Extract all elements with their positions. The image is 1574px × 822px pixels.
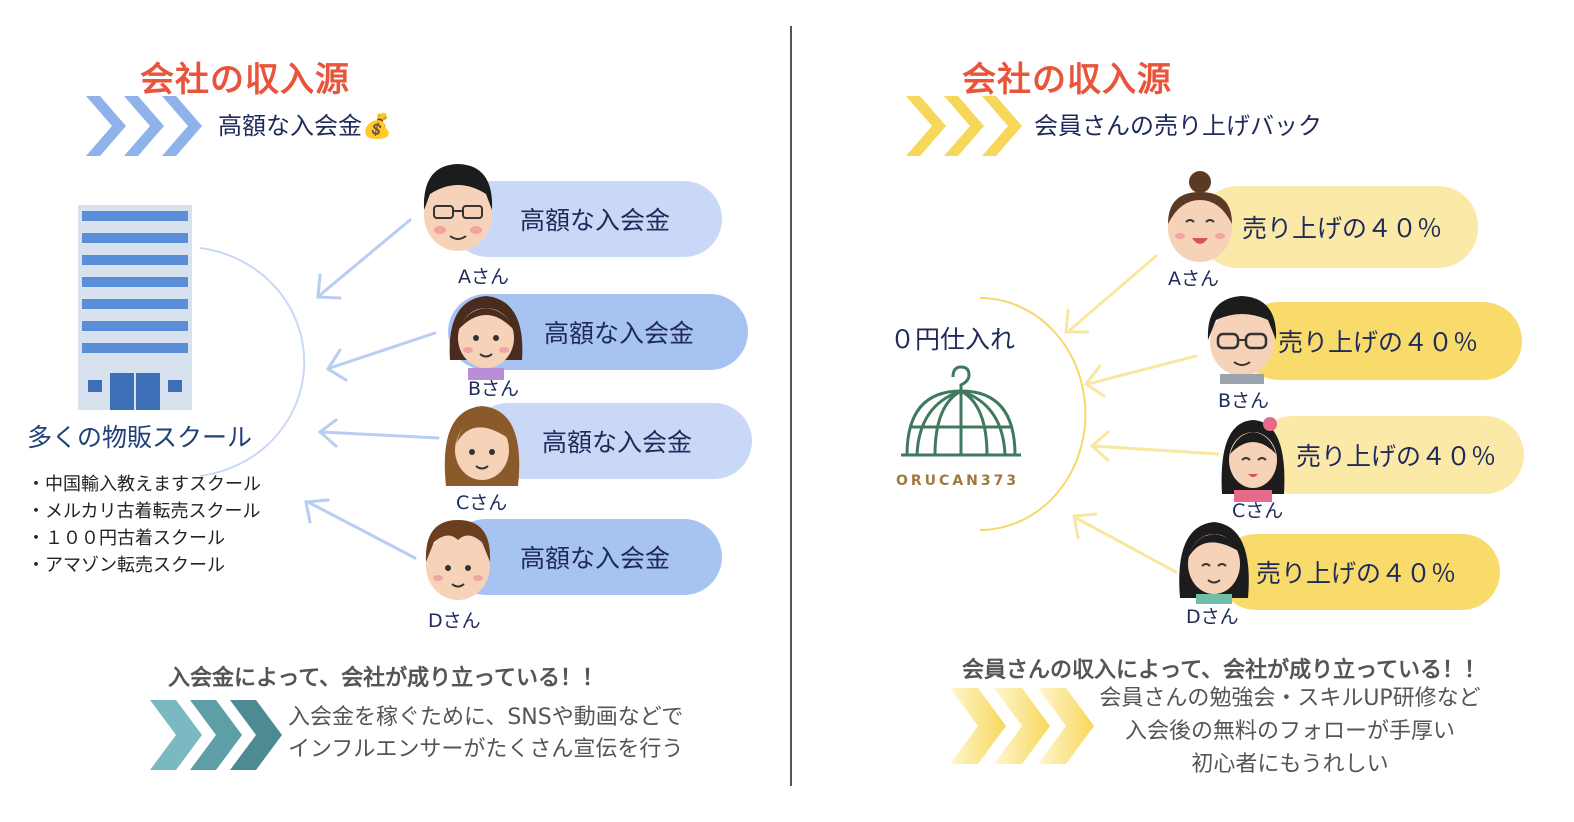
right-bottom-chevron-icon — [950, 688, 1094, 764]
pill-label: 高額な入会金 — [520, 206, 671, 235]
member-b-name: Bさん — [468, 378, 520, 400]
pill-label: 高額な入会金 — [542, 428, 693, 457]
pill-label: 売り上げの４０％ — [1242, 214, 1443, 243]
right-notes: 会員さんの勉強会・スキルUP研修など 入会後の無料のフォローが手厚い 初心者にも… — [1080, 682, 1500, 781]
right-note-line: 会員さんの勉強会・スキルUP研修など — [1099, 686, 1481, 711]
arrow-b — [328, 331, 437, 370]
person-d-icon — [425, 520, 491, 600]
school-item: ・中国輸入教えますスクール — [27, 474, 261, 495]
school-name: 多くの物販スクール — [27, 423, 253, 452]
person-b-icon — [449, 296, 523, 380]
right-subtitle: 会員さんの売り上げバック — [1034, 112, 1322, 140]
pill-label: 高額な入会金 — [520, 544, 671, 573]
right-note-line: 初心者にもうれしい — [1191, 752, 1389, 777]
left-bottom-chevron-icon — [150, 700, 282, 770]
left-title: 会社の収入源 — [140, 60, 350, 100]
member-a-right-name: Aさん — [1168, 268, 1219, 290]
member-c-name: Cさん — [456, 492, 508, 514]
orucan-logo-icon — [901, 365, 1021, 457]
arrow-a — [318, 218, 412, 297]
left-pill-a: 高額な入会金 — [450, 181, 722, 257]
right-note-line: 入会後の無料のフォローが手厚い — [1124, 719, 1455, 744]
member-d-right-name: Dさん — [1186, 606, 1239, 628]
left-subtitle: 高額な入会金💰 — [218, 112, 392, 140]
zero-cost-label: ０円仕入れ — [890, 325, 1016, 354]
left-arrows — [199, 218, 440, 560]
school-item: ・アマゾン転売スクール — [27, 555, 225, 576]
person-a-icon — [423, 164, 493, 251]
left-note-line: 入会金を稼ぐために、SNSや動画などで — [288, 705, 684, 730]
panel-divider — [790, 26, 792, 786]
pill-label: 売り上げの４０％ — [1296, 442, 1497, 471]
right-pill-d: 売り上げの４０％ — [1218, 534, 1500, 610]
person-d-right-icon — [1179, 522, 1249, 604]
school-item: ・メルカリ古着転売スクール — [27, 501, 261, 522]
left-chevron-icon — [86, 96, 202, 156]
pill-label: 売り上げの４０％ — [1256, 559, 1457, 588]
member-d-name: Dさん — [428, 610, 481, 632]
right-conclusion: 会員さんの収入によって、会社が成り立っている！！ — [962, 658, 1487, 683]
building-icon — [78, 205, 192, 410]
right-arrows — [979, 254, 1220, 574]
right-pill-a: 売り上げの４０％ — [1198, 186, 1478, 268]
left-note-line: インフルエンサーがたくさん宣伝を行う — [288, 737, 684, 762]
left-pill-d: 高額な入会金 — [448, 519, 722, 595]
member-c-right-name: Cさん — [1232, 500, 1284, 522]
pill-label: 高額な入会金 — [544, 319, 695, 348]
member-b-right-name: Bさん — [1218, 390, 1270, 412]
right-pill-b: 売り上げの４０％ — [1240, 302, 1522, 380]
left-conclusion: 入会金によって、会社が成り立っている！！ — [168, 666, 605, 691]
logo-text: ORUCAN373 — [896, 473, 1020, 489]
right-title: 会社の収入源 — [962, 60, 1172, 100]
arrow-c — [320, 430, 440, 440]
right-chevron-icon — [906, 96, 1022, 156]
school-item: ・１００円古着スクール — [27, 528, 225, 549]
person-c-right-icon — [1221, 417, 1285, 502]
arrow-d — [306, 500, 417, 560]
pill-label: 売り上げの４０％ — [1278, 328, 1479, 357]
person-b-right-icon — [1207, 296, 1277, 384]
member-a-name: Aさん — [458, 266, 509, 288]
right-pill-c: 売り上げの４０％ — [1254, 416, 1524, 494]
person-c-icon — [444, 406, 520, 486]
left-notes: 入会金を稼ぐために、SNSや動画などで インフルエンサーがたくさん宣伝を行う — [288, 702, 683, 766]
school-list: ・中国輸入教えますスクール ・メルカリ古着転売スクール ・１００円古着スクール … — [27, 471, 261, 579]
person-a-right-icon — [1168, 171, 1232, 262]
